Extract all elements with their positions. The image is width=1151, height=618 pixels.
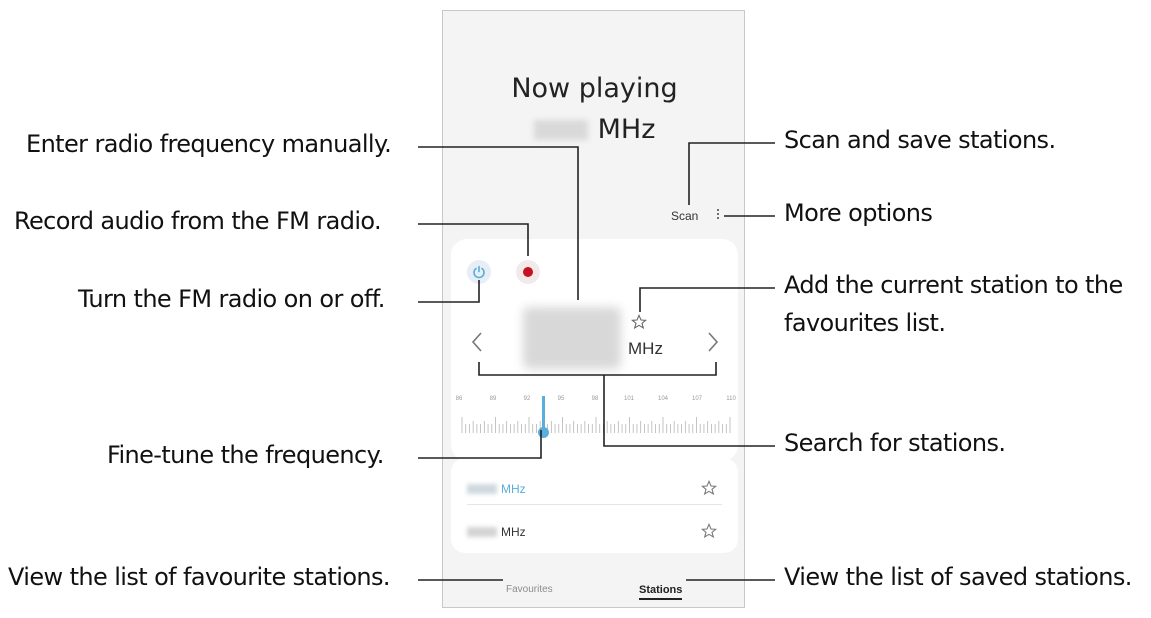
chevron-left-icon[interactable] (471, 331, 483, 353)
more-options-icon[interactable] (716, 207, 720, 223)
scale-tick-label: 95 (557, 396, 565, 402)
tab-stations[interactable]: Stations (639, 584, 683, 596)
frequency-scale-labels: 86 89 92 95 98 101 104 107 110 (443, 396, 746, 406)
frequency-unit: MHz (628, 339, 663, 358)
station-list: MHz MHz (451, 458, 738, 553)
tuner-indicator (542, 396, 545, 430)
scale-tick-label: 107 (691, 396, 703, 402)
radio-app-screen: Now playing MHz Scan MHz 86 89 92 95 98 101 10… (442, 10, 745, 608)
callout-add-favourite-line2: favourites list. (784, 309, 946, 337)
list-item[interactable]: MHz (451, 511, 738, 553)
callout-add-favourite-line1: Add the current station to the (784, 271, 1123, 299)
callout-enter-frequency: Enter radio frequency manually. (26, 130, 392, 158)
tuner-handle[interactable] (538, 427, 549, 438)
now-playing-frequency: MHz (443, 114, 746, 145)
star-icon[interactable] (631, 314, 647, 330)
record-button[interactable] (516, 260, 540, 284)
tab-favourites[interactable]: Favourites (506, 584, 553, 595)
scale-tick-label: 110 (726, 396, 736, 402)
blurred-station-frequency (467, 484, 497, 494)
chevron-right-icon[interactable] (707, 331, 719, 353)
scale-tick-label: 92 (523, 396, 531, 402)
blurred-frequency-value (533, 119, 588, 140)
star-icon[interactable] (701, 480, 717, 496)
active-tab-indicator (639, 598, 682, 600)
callout-record-audio: Record audio from the FM radio. (14, 207, 382, 235)
station-unit: MHz (501, 482, 526, 496)
callout-more-options: More options (784, 199, 933, 227)
star-icon[interactable] (701, 523, 717, 539)
callout-view-saved: View the list of saved stations. (784, 563, 1132, 591)
scale-tick-label: 86 (455, 396, 463, 402)
divider (467, 504, 722, 505)
callout-turn-on-off: Turn the FM radio on or off. (78, 285, 385, 313)
blurred-station-frequency (467, 527, 497, 537)
power-icon (473, 265, 485, 279)
now-playing-unit: MHz (597, 114, 656, 145)
scale-tick-label: 104 (657, 396, 669, 402)
callout-search-stations: Search for stations. (784, 429, 1006, 457)
callout-fine-tune: Fine-tune the frequency. (107, 441, 384, 469)
scale-tick-label: 101 (623, 396, 635, 402)
frequency-display[interactable] (523, 307, 621, 369)
station-unit: MHz (501, 525, 526, 539)
scale-tick-label: 89 (489, 396, 497, 402)
callout-scan-save: Scan and save stations. (784, 126, 1056, 154)
record-icon (523, 267, 533, 277)
scan-button[interactable]: Scan (671, 209, 699, 223)
callout-view-favourites: View the list of favourite stations. (8, 563, 391, 591)
now-playing-label: Now playing (511, 73, 678, 104)
scale-tick-label: 98 (591, 396, 599, 402)
list-item[interactable]: MHz (451, 468, 738, 510)
